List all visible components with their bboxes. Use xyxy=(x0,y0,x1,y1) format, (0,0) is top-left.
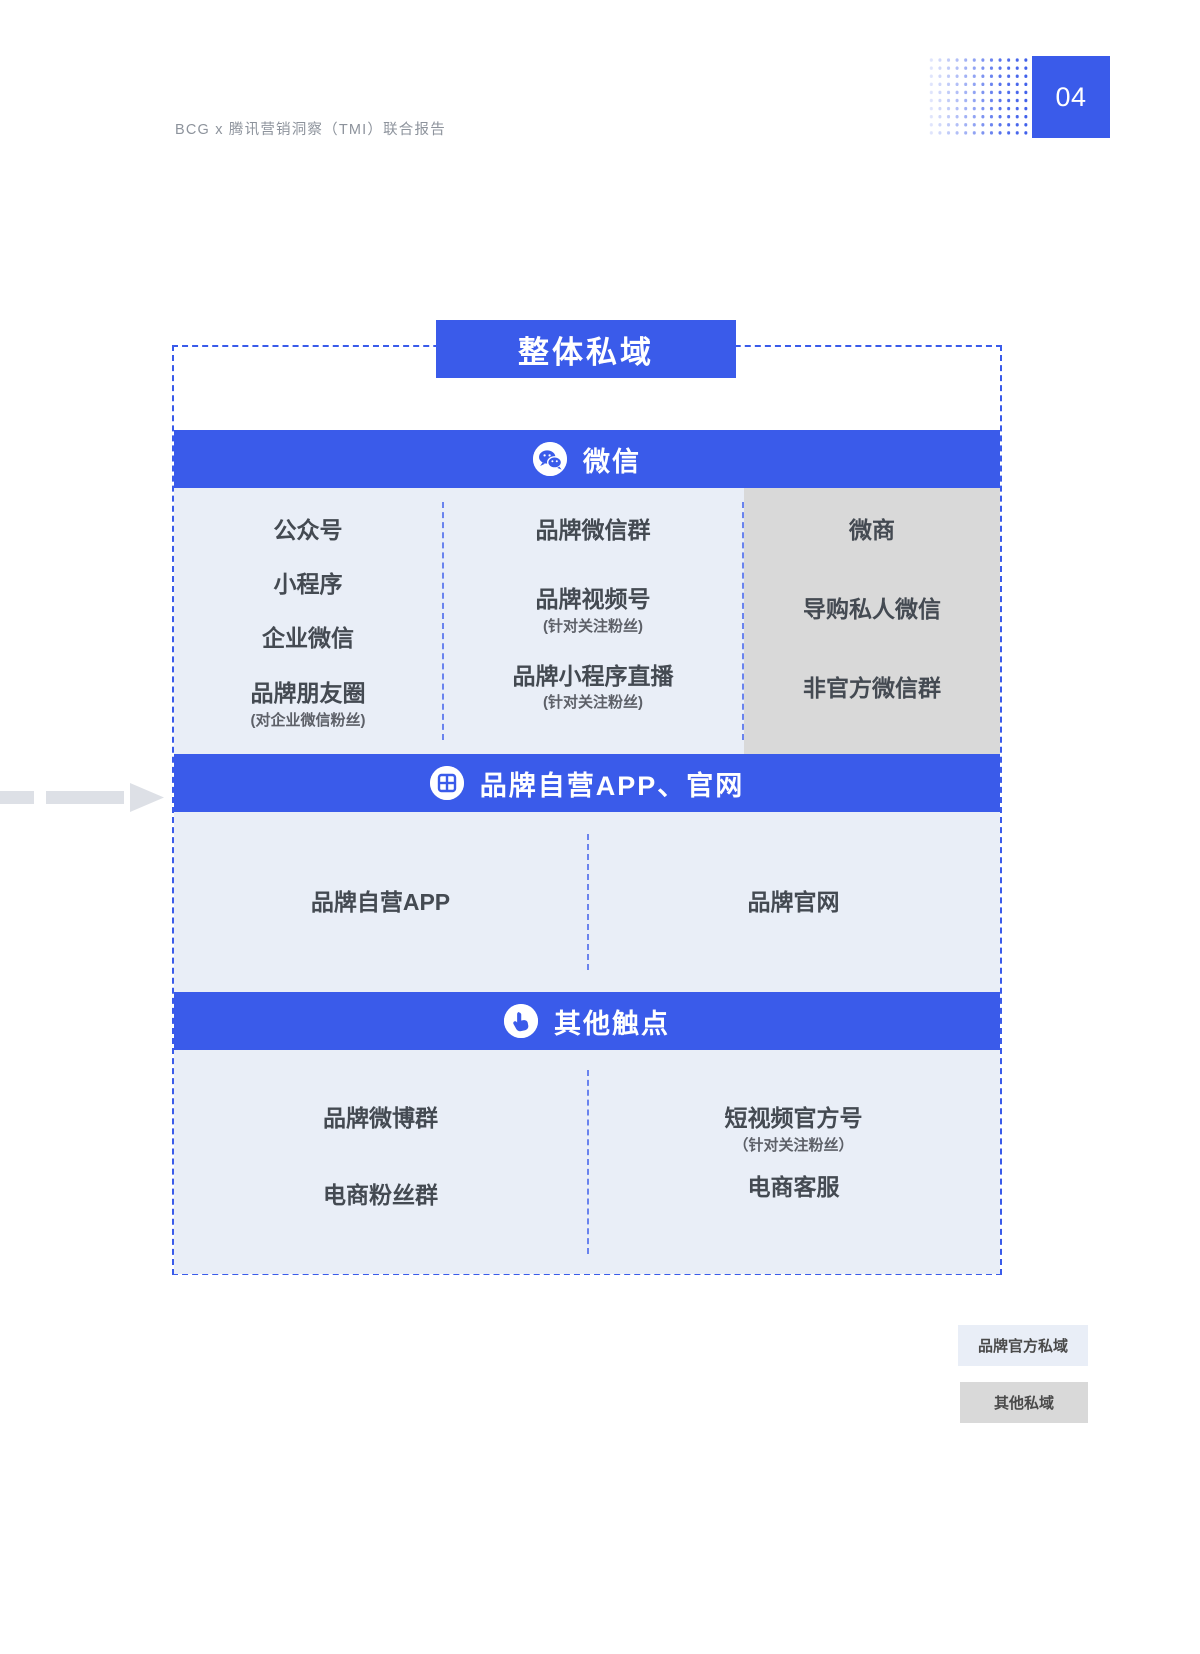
website-column: 品牌官网 xyxy=(587,812,1000,992)
list-item: 品牌自营APP xyxy=(310,888,451,915)
section-band-other-touchpoints: 其他触点 xyxy=(174,992,1000,1050)
list-item-sub: (针对关注粉丝) xyxy=(543,617,643,635)
list-item: 小程序 xyxy=(273,570,343,597)
incoming-arrow-icon xyxy=(0,780,180,814)
legend-item-other-private: 其他私域 xyxy=(960,1382,1088,1423)
list-item: 导购私人微信 xyxy=(803,595,941,622)
weibo-ecom-column: 品牌微博群 电商粉丝群 xyxy=(174,1050,587,1274)
wechat-icon xyxy=(533,442,567,476)
list-item: 品牌视频号 xyxy=(535,585,651,612)
list-item: 非官方微信群 xyxy=(803,674,941,701)
section-panel-other-touchpoints: 品牌微博群 电商粉丝群 短视频官方号 （针对关注粉丝） 电商客服 xyxy=(174,1050,1000,1274)
list-item: 公众号 xyxy=(273,517,343,543)
diagram-title: 整体私域 xyxy=(436,320,736,378)
column-divider xyxy=(587,834,589,970)
list-item-sub: （针对关注粉丝） xyxy=(733,1136,854,1154)
legend-item-brand-official: 品牌官方私域 xyxy=(957,1325,1088,1366)
list-item-sub: (对企业微信粉丝) xyxy=(250,712,366,729)
list-item: 企业微信 xyxy=(262,624,354,651)
report-source-note: BCG x 腾讯营销洞察（TMI）联合报告 xyxy=(175,122,446,138)
legend: 品牌官方私域 其他私域 xyxy=(957,1325,1088,1423)
column-divider xyxy=(587,1070,589,1254)
section-band-app-website: 品牌自营APP、官网 xyxy=(174,754,1000,812)
list-item: 电商客服 xyxy=(747,1173,840,1200)
page-number-value: 04 xyxy=(1032,56,1110,138)
list-item: 电商粉丝群 xyxy=(323,1181,438,1208)
dot-pattern-decoration xyxy=(927,56,1032,138)
short-video-service-column: 短视频官方号 （针对关注粉丝） 电商客服 xyxy=(587,1050,1000,1274)
column-divider xyxy=(442,502,444,740)
section-band-label: 微信 xyxy=(583,446,641,477)
list-item: 品牌微信群 xyxy=(535,517,651,543)
section-band-wechat: 微信 xyxy=(174,430,1000,488)
wechat-column-other: 微商 导购私人微信 非官方微信群 xyxy=(742,488,1000,754)
section-panel-app-website: 品牌自营APP 品牌官网 xyxy=(174,812,1000,992)
list-item: 短视频官方号 xyxy=(724,1105,863,1131)
wechat-column-brand-2: 品牌微信群 品牌视频号 (针对关注粉丝) 品牌小程序直播 (针对关注粉丝) xyxy=(442,488,744,754)
list-item: 品牌官网 xyxy=(747,888,840,915)
column-divider xyxy=(742,502,744,740)
wechat-column-brand-1: 公众号 小程序 企业微信 品牌朋友圈 (对企业微信粉丝) xyxy=(174,488,442,754)
list-item: 品牌小程序直播 xyxy=(512,662,674,689)
grid-window-icon xyxy=(429,766,464,800)
section-panel-wechat: 公众号 小程序 企业微信 品牌朋友圈 (对企业微信粉丝) 品牌微信群 品牌视频号… xyxy=(174,488,1000,754)
section-band-label: 其他触点 xyxy=(554,1008,670,1039)
list-item-sub: (针对关注粉丝) xyxy=(543,694,643,712)
list-item: 微商 xyxy=(849,517,895,543)
page-number-badge: 04 xyxy=(927,56,1110,138)
app-column: 品牌自营APP xyxy=(174,812,587,992)
list-item: 品牌微博群 xyxy=(323,1105,438,1131)
section-band-label: 品牌自营APP、官网 xyxy=(479,770,745,801)
list-item: 品牌朋友圈 xyxy=(250,680,366,707)
tap-hand-icon xyxy=(504,1004,538,1038)
